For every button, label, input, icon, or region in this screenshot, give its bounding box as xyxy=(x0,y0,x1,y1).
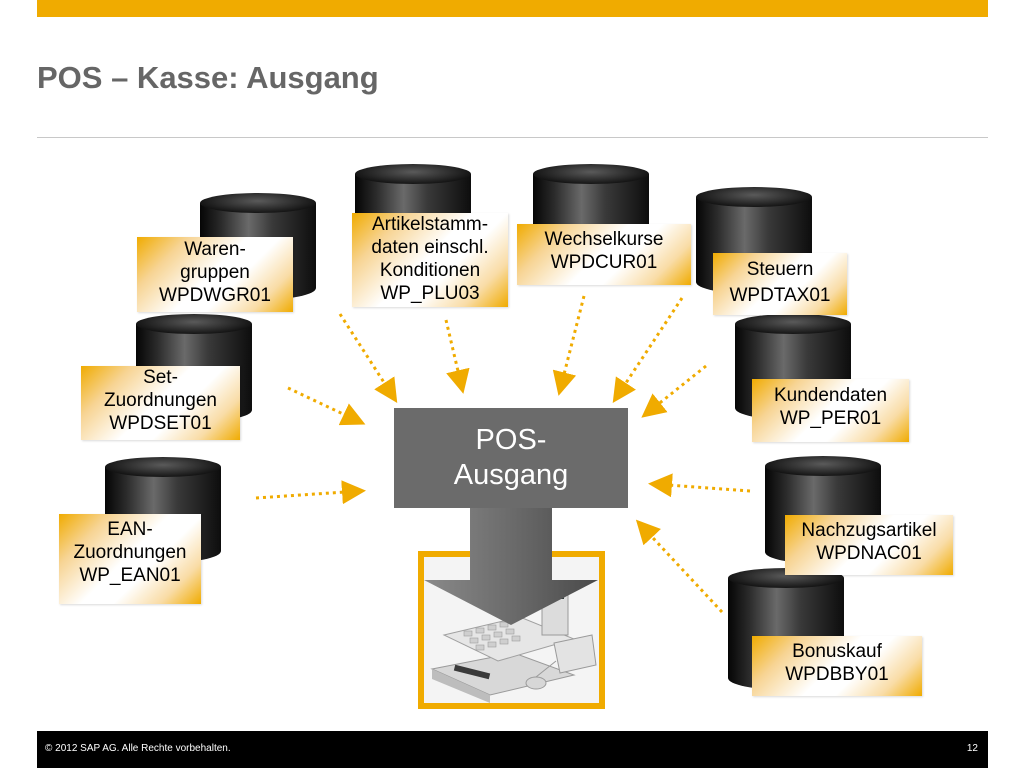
arrow-wpdwgr01 xyxy=(338,313,398,404)
title-divider xyxy=(37,137,988,138)
arrow-wpdbby01 xyxy=(635,519,724,614)
arrow-wpdnac01 xyxy=(648,473,751,498)
cash-register-icon xyxy=(424,557,599,703)
arrow-wpdcur01 xyxy=(552,295,586,396)
pos-output-box: POS- Ausgang xyxy=(394,408,628,508)
copyright-text: © 2012 SAP AG. Alle Rechte vorbehalten. xyxy=(45,743,231,754)
slide-title: POS – Kasse: Ausgang xyxy=(37,60,379,95)
arrow-wp-per01 xyxy=(641,364,707,418)
top-accent-bar xyxy=(37,0,988,17)
footer-bar: © 2012 SAP AG. Alle Rechte vorbehalten. … xyxy=(37,731,988,768)
arrow-wpdtax01 xyxy=(612,297,684,404)
arrow-wpdset01 xyxy=(287,386,366,426)
arrow-wp-plu03 xyxy=(444,319,470,394)
arrow-wp-ean01 xyxy=(255,480,366,505)
register-picture-frame xyxy=(418,551,605,709)
page-number: 12 xyxy=(966,743,978,754)
